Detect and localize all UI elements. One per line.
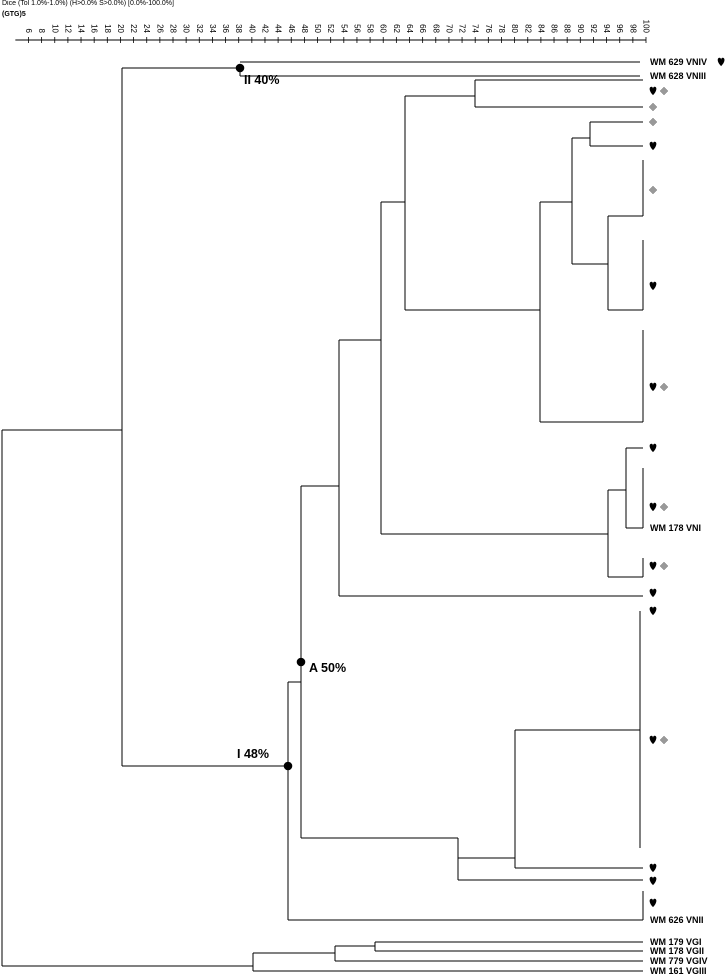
heart-icon: [649, 141, 657, 151]
axis-tick-label: 92: [589, 24, 598, 33]
leaf-label: WM 178 VGII: [650, 946, 704, 956]
dendrogram-tree: [1, 61, 644, 972]
heart-icon: [649, 898, 657, 908]
axis-tick-label: 78: [497, 24, 506, 33]
axis-tick-label: 66: [418, 24, 427, 33]
method-caption: Dice (Tol 1.0%-1.0%) (H>0.0% S>0.0%) [0.…: [2, 0, 174, 7]
axis-tick-label: 18: [103, 24, 112, 33]
axis-tick-label: 84: [536, 24, 545, 33]
axis-tick-label: 42: [260, 24, 269, 33]
axis-tick-label: 46: [287, 24, 296, 33]
axis-tick-label: 56: [352, 24, 361, 33]
axis-tick-label: 32: [195, 24, 204, 33]
axis-tick-label: 10: [50, 24, 59, 33]
diamond-icon: [659, 502, 669, 512]
leaf-labels: WM 629 VNIV WM 628 VNIII WM 178 VNI WM 626 …: [648, 57, 725, 975]
axis-tick-label: 100: [642, 20, 651, 34]
leaf-label: WM 178 VNI: [650, 523, 701, 533]
axis-tick-label: 62: [392, 24, 401, 33]
axis-tick-label: 68: [431, 24, 440, 33]
leaf-label: WM 161 VGIII: [650, 966, 707, 975]
cluster-nodes: II 40% I 48% A 50%: [235, 63, 346, 771]
cluster-node-label: A 50%: [309, 661, 346, 675]
heart-icon: [649, 588, 657, 598]
axis-tick-label: 40: [247, 24, 256, 33]
axis-tick-label: 94: [602, 24, 611, 33]
diamond-icon: [648, 185, 658, 195]
axis-tick-label: 12: [63, 24, 72, 33]
diamond-icon: [659, 735, 669, 745]
diamond-icon: [648, 102, 658, 112]
axis-tick-label: 30: [182, 24, 191, 33]
axis-tick-label: 96: [615, 24, 624, 33]
cluster-node-dot: [235, 63, 245, 73]
axis-tick-label: 80: [510, 24, 519, 33]
diamond-icon: [659, 86, 669, 96]
axis-tick-label: 14: [77, 24, 86, 33]
leaf-label: WM 779 VGIV: [650, 956, 708, 966]
leaf-label: WM 629 VNIV: [650, 57, 707, 67]
axis-tick-label: 48: [300, 24, 309, 33]
heart-icon: [649, 281, 657, 291]
axis-tick-label: 28: [169, 24, 178, 33]
axis-tick-label: 8: [37, 29, 46, 34]
heart-icon: [649, 561, 657, 571]
axis-tick-label: 6: [24, 29, 33, 34]
leaf-label: WM 628 VNIII: [650, 71, 706, 81]
axis-tick-label: 34: [208, 24, 217, 33]
axis-tick-label: 98: [628, 24, 637, 33]
axis-tick-label: 60: [379, 24, 388, 33]
cluster-node-label: I 48%: [237, 747, 269, 761]
diamond-icon: [659, 382, 669, 392]
heart-icon: [649, 382, 657, 392]
axis-tick-label: 74: [471, 24, 480, 33]
axis-tick-label: 64: [405, 24, 414, 33]
axis-tick-label: 44: [274, 24, 283, 33]
heart-icon: [717, 57, 725, 67]
axis-tick-label: 76: [484, 24, 493, 33]
cluster-node-dot: [283, 761, 293, 771]
axis-tick-label: 50: [313, 24, 322, 33]
axis-tick-label: 54: [339, 24, 348, 33]
heart-icon: [649, 443, 657, 453]
axis-tick-label: 58: [366, 24, 375, 33]
axis-tick-label: 72: [458, 24, 467, 33]
heart-icon: [649, 86, 657, 96]
axis-tick-label: 36: [221, 24, 230, 33]
heart-icon: [649, 863, 657, 873]
axis-tick-label: 22: [129, 24, 138, 33]
axis-tick-label: 38: [234, 24, 243, 33]
axis-tick-label: 88: [563, 24, 572, 33]
leaf-label: WM 179 VGI: [650, 937, 702, 947]
axis-tick-label: 90: [576, 24, 585, 33]
diamond-icon: [659, 561, 669, 571]
axis-tick-label: 20: [116, 24, 125, 33]
marker-caption: (GTG)5: [2, 11, 26, 18]
heart-icon: [649, 735, 657, 745]
cluster-node-dot: [296, 657, 306, 667]
heart-icon: [649, 606, 657, 616]
axis-tick-label: 86: [550, 24, 559, 33]
heart-icon: [649, 876, 657, 886]
axis-tick-label: 52: [326, 24, 335, 33]
axis-tick-label: 26: [155, 24, 164, 33]
axis-tick-label: 16: [90, 24, 99, 33]
axis-tick-label: 70: [444, 24, 453, 33]
diamond-icon: [648, 117, 658, 127]
heart-icon: [649, 502, 657, 512]
cluster-node-label: II 40%: [244, 73, 279, 87]
leaf-label: WM 626 VNII: [650, 915, 704, 925]
axis-tick-label: 82: [523, 24, 532, 33]
axis-tick-label: 24: [142, 24, 151, 33]
